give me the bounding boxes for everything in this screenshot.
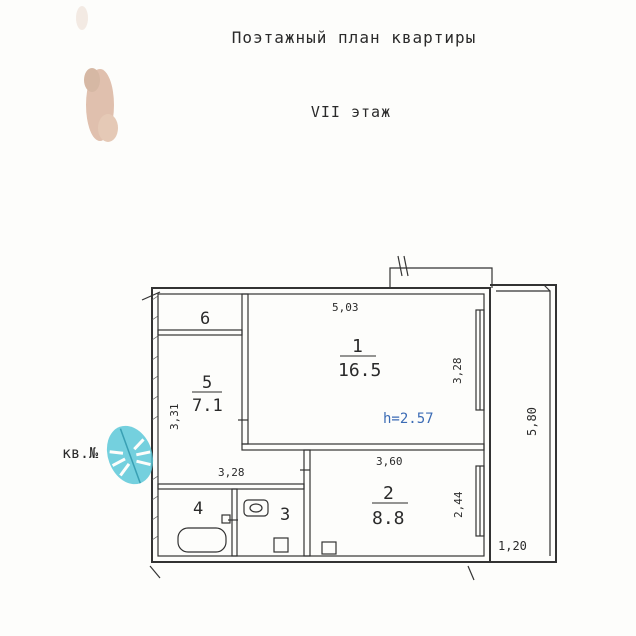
dimension-label: 2,44 <box>452 491 465 518</box>
dimension-label: 1,20 <box>498 539 527 553</box>
dimension-label: 3,28 <box>451 358 464 385</box>
room-number: 5 <box>202 373 212 393</box>
room-area: 16.5 <box>338 360 381 381</box>
dimension-label: 5,03 <box>332 301 359 314</box>
leaf-icon <box>106 425 154 485</box>
room-area: 8.8 <box>372 508 405 529</box>
room-number: 1 <box>352 336 363 357</box>
plan-title: Поэтажный план квартиры <box>231 28 477 47</box>
room-number: 3 <box>280 505 290 525</box>
balcony <box>490 284 557 563</box>
apartment-label: кв.№ <box>62 444 98 462</box>
floor-label: VII этаж <box>310 103 392 121</box>
dimension-label: 3,31 <box>168 404 181 431</box>
bathtub <box>177 514 231 553</box>
outer-walls <box>141 255 493 581</box>
dimension-label: 3,28 <box>218 466 245 479</box>
toilet <box>243 499 269 517</box>
room-number: 4 <box>193 499 203 519</box>
room-number: 6 <box>200 309 210 329</box>
dimension-label: 5,80 <box>525 407 539 436</box>
partitions <box>157 293 485 557</box>
room-area: 7.1 <box>192 396 223 416</box>
dimension-label: 3,60 <box>376 455 403 468</box>
room-number: 2 <box>383 483 394 504</box>
sink <box>273 537 337 555</box>
ceiling-height: h=2.57 <box>383 411 434 427</box>
